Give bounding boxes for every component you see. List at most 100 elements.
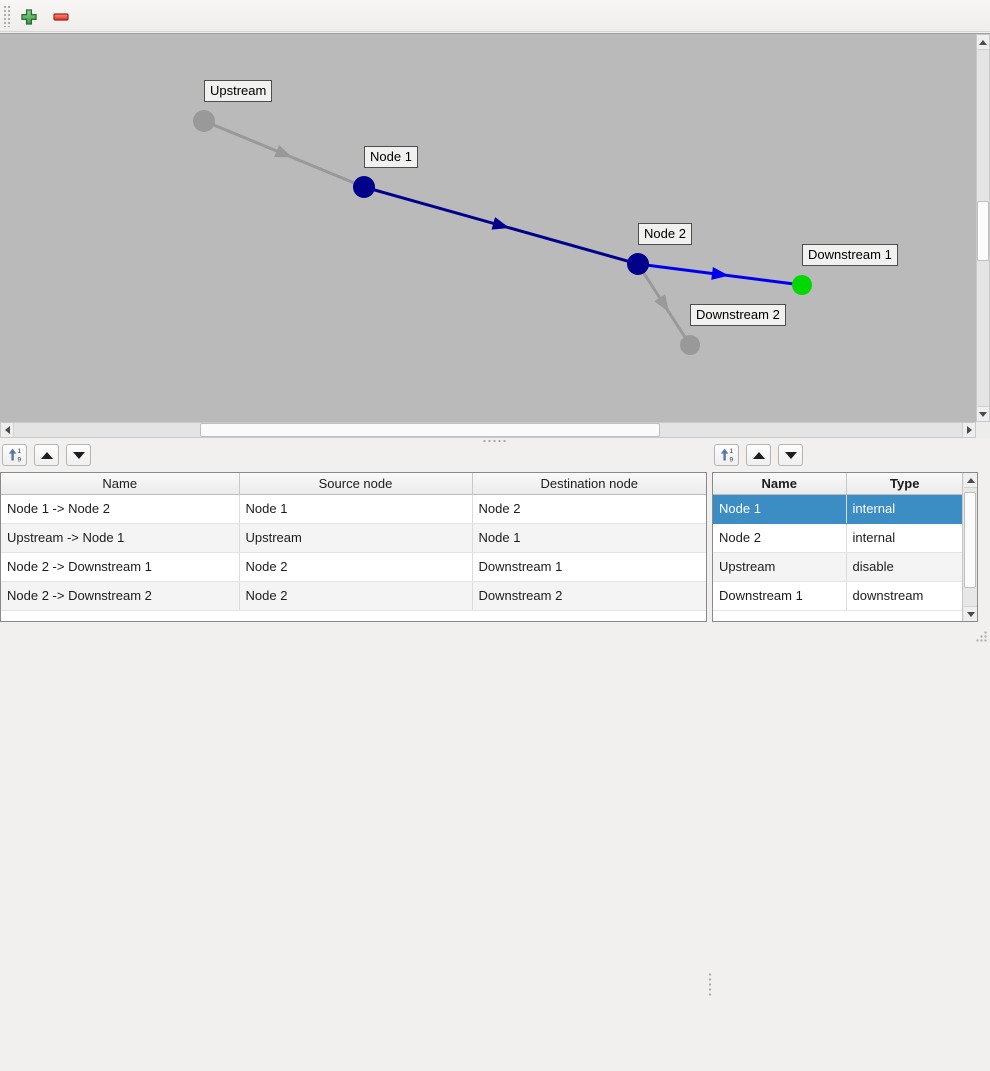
canvas-vertical-scrollbar[interactable]	[976, 34, 990, 422]
node-label-node-1[interactable]: Node 1	[364, 146, 418, 168]
table-row[interactable]: Upstream disable	[713, 552, 963, 582]
cell-name: Upstream	[713, 552, 847, 582]
horizontal-scrollbar-thumb[interactable]	[200, 423, 660, 437]
cell-name: Upstream -> Node 1	[1, 523, 240, 553]
scroll-left-button[interactable]	[1, 423, 14, 437]
edge-arrow-icon	[654, 294, 669, 313]
table-row-selected[interactable]: Node 1 internal	[713, 494, 963, 524]
bottom-panel: 1 9 Name Source node Destination node	[0, 444, 990, 996]
vertical-scrollbar-thumb[interactable]	[977, 201, 989, 261]
scrollbar-corner	[976, 422, 990, 438]
cell-destination: Downstream 1	[472, 552, 706, 582]
table-row[interactable]: Node 1 -> Node 2 Node 1 Node 2	[1, 494, 706, 524]
nodes-table-frame: Name Type Node 1 internal Node 2 interna…	[712, 472, 978, 622]
graph-node-downstream-2[interactable]	[680, 335, 700, 355]
table-row[interactable]: Downstream 1 downstream	[713, 581, 963, 611]
scroll-up-button[interactable]	[964, 473, 977, 488]
graph-drawing	[193, 110, 812, 355]
move-up-button[interactable]	[34, 444, 59, 466]
column-header-type[interactable]: Type	[846, 473, 963, 495]
vertical-scrollbar-thumb[interactable]	[964, 492, 976, 588]
nodes-table: Name Type Node 1 internal Node 2 interna…	[713, 473, 963, 611]
cell-source: Node 1	[239, 494, 473, 524]
node-label-node-2[interactable]: Node 2	[638, 223, 692, 245]
sort-ascending-icon: 1 9	[8, 448, 21, 464]
node-label-upstream[interactable]: Upstream	[204, 80, 273, 102]
arrow-left-icon	[4, 426, 10, 434]
cell-name: Downstream 1	[713, 581, 847, 611]
graph-node-node-2[interactable]	[627, 253, 649, 275]
sort-button[interactable]: 1 9	[714, 444, 739, 466]
column-header-name[interactable]: Name	[1, 473, 240, 495]
arrow-up-icon	[752, 451, 765, 459]
cell-name: Node 1 -> Node 2	[1, 494, 240, 524]
node-label-downstream-1[interactable]: Downstream 1	[802, 244, 898, 266]
column-header-name[interactable]: Name	[713, 473, 847, 495]
arrow-down-icon	[979, 411, 987, 417]
graph-node-downstream-1[interactable]	[792, 275, 812, 295]
splitter-grip-icon	[707, 972, 712, 996]
edges-toolbar: 1 9	[2, 444, 91, 470]
edge-arrow-icon	[711, 267, 729, 280]
cell-destination: Downstream 2	[472, 581, 706, 611]
arrow-down-icon	[966, 611, 975, 617]
svg-text:1: 1	[729, 448, 733, 455]
scroll-right-button[interactable]	[962, 423, 975, 437]
edge-arrow-icon	[274, 144, 293, 158]
nodes-toolbar: 1 9	[714, 444, 803, 470]
cell-source: Node 2	[239, 552, 473, 582]
cell-destination: Node 1	[472, 523, 706, 553]
vertical-splitter[interactable]	[707, 888, 712, 1071]
remove-button[interactable]	[50, 6, 72, 28]
arrow-up-icon	[979, 39, 987, 45]
scroll-down-button[interactable]	[964, 606, 977, 621]
toolbar-drag-handle[interactable]	[3, 5, 12, 27]
resize-grip-icon[interactable]	[975, 630, 988, 643]
canvas-horizontal-scrollbar[interactable]	[0, 422, 976, 438]
svg-text:9: 9	[729, 457, 733, 464]
column-header-destination-node[interactable]: Destination node	[472, 473, 706, 495]
scroll-up-button[interactable]	[977, 35, 989, 50]
graph-node-upstream[interactable]	[193, 110, 215, 132]
arrow-down-icon	[784, 451, 797, 459]
cell-type: internal	[846, 494, 963, 524]
nodes-table-scrollbar[interactable]	[962, 473, 977, 621]
horizontal-splitter[interactable]	[0, 438, 990, 444]
minus-icon	[53, 13, 69, 21]
column-header-source-node[interactable]: Source node	[239, 473, 473, 495]
cell-name: Node 2 -> Downstream 2	[1, 581, 240, 611]
add-button[interactable]	[18, 6, 40, 28]
edges-table-frame: Name Source node Destination node Node 1…	[0, 472, 707, 622]
cell-type: internal	[846, 523, 963, 553]
sort-button[interactable]: 1 9	[2, 444, 27, 466]
cell-source: Upstream	[239, 523, 473, 553]
cell-name: Node 1	[713, 494, 847, 524]
table-row[interactable]: Upstream -> Node 1 Upstream Node 1	[1, 523, 706, 553]
plus-icon	[21, 9, 37, 25]
table-row[interactable]: Node 2 -> Downstream 2 Node 2 Downstream…	[1, 581, 706, 611]
status-strip	[0, 627, 990, 645]
move-down-button[interactable]	[778, 444, 803, 466]
table-row[interactable]: Node 2 -> Downstream 1 Node 2 Downstream…	[1, 552, 706, 582]
graph-node-node-1[interactable]	[353, 176, 375, 198]
main-toolbar	[0, 0, 990, 32]
move-up-button[interactable]	[746, 444, 771, 466]
svg-text:9: 9	[17, 457, 21, 464]
cell-type: downstream	[846, 581, 963, 611]
edge-arrow-icon	[491, 217, 510, 230]
sort-ascending-icon: 1 9	[720, 448, 733, 464]
scroll-down-button[interactable]	[977, 406, 989, 421]
table-row[interactable]: Node 2 internal	[713, 523, 963, 553]
node-label-downstream-2[interactable]: Downstream 2	[690, 304, 786, 326]
arrow-up-icon	[966, 477, 975, 483]
cell-destination: Node 2	[472, 494, 706, 524]
arrow-right-icon	[966, 426, 972, 434]
move-down-button[interactable]	[66, 444, 91, 466]
cell-type: disable	[846, 552, 963, 582]
svg-text:1: 1	[17, 448, 21, 455]
edges-table: Name Source node Destination node Node 1…	[1, 473, 706, 611]
